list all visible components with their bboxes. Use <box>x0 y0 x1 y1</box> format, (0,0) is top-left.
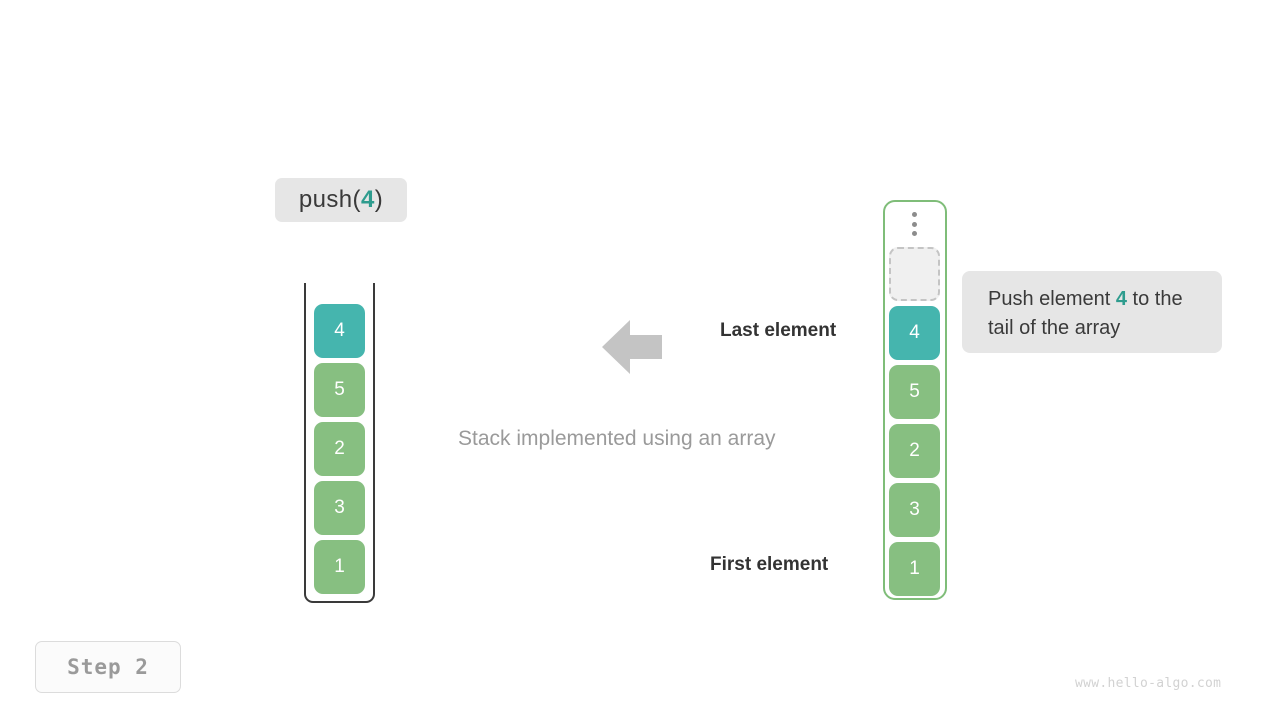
watermark: www.hello-algo.com <box>1075 676 1222 691</box>
stack-cell-value: 3 <box>334 497 345 518</box>
array-cell-value: 5 <box>909 381 920 402</box>
stack-cell-value: 2 <box>334 438 345 459</box>
stack-cell: 3 <box>314 481 365 535</box>
left-arrow-icon <box>602 320 662 374</box>
array-cell: 1 <box>889 542 940 596</box>
tooltip-text-after: to the tail of the array <box>988 288 1183 339</box>
last-element-label: Last element <box>720 320 837 341</box>
array-cell-value: 1 <box>909 558 920 579</box>
operation-suffix: ) <box>374 186 384 213</box>
stack-cell: 1 <box>314 540 365 594</box>
step-badge-label: Step 2 <box>67 655 149 679</box>
stack-cell-list: 4 5 2 3 1 <box>314 304 365 594</box>
stack-container-outline <box>304 283 375 603</box>
array-cell-value: 4 <box>909 322 920 343</box>
diagram-caption: Stack implemented using an array <box>458 427 776 450</box>
operation-prefix: push( <box>298 186 361 213</box>
array-cell-value: 3 <box>909 499 920 520</box>
step-badge: Step 2 <box>35 641 181 693</box>
ellipsis-dot <box>911 221 917 227</box>
stack-cell-value: 4 <box>334 320 345 341</box>
array-cell: 5 <box>889 365 940 419</box>
array-empty-slot <box>889 247 940 301</box>
vertical-ellipsis-icon <box>909 212 919 236</box>
stack-cell: 4 <box>314 304 365 358</box>
tooltip-accent-value: 4 <box>1115 288 1127 310</box>
stack-cell: 5 <box>314 363 365 417</box>
tooltip-text-before: Push element <box>988 288 1116 310</box>
array-cell: 3 <box>889 483 940 537</box>
array-cell: 4 <box>889 306 940 360</box>
ellipsis-dot <box>911 212 917 217</box>
stack-cell: 2 <box>314 422 365 476</box>
operation-label: push(4) <box>275 178 407 222</box>
ellipsis-dot <box>911 231 917 236</box>
array-cell-value: 2 <box>909 440 920 461</box>
first-element-label: First element <box>710 554 829 575</box>
array-cell: 2 <box>889 424 940 478</box>
stack-cell-value: 1 <box>334 556 345 577</box>
stack-cell-value: 5 <box>334 379 345 400</box>
array-cell-list: 4 5 2 3 1 <box>889 247 940 596</box>
tooltip-callout: Push element 4 to the tail of the array <box>962 271 1222 353</box>
operation-value: 4 <box>360 186 375 213</box>
